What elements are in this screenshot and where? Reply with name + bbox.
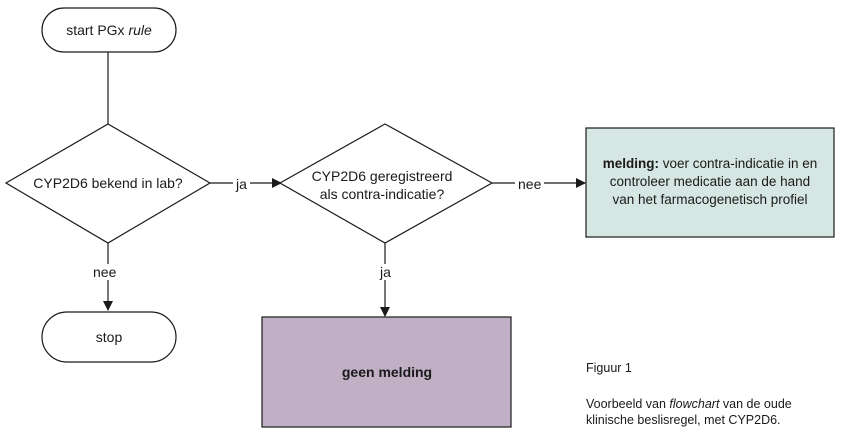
stop-terminator bbox=[41, 311, 177, 363]
figure-caption: Figuur 1 Voorbeeld van flowchart van de … bbox=[586, 360, 836, 428]
start-label-prefix: start PGx bbox=[66, 22, 129, 38]
alert-bold-prefix: melding: bbox=[602, 156, 659, 171]
alert-line-1-rest: voer contra-indicatie in en bbox=[658, 156, 818, 171]
alert-line-2: controleer medicatie aan de hand bbox=[609, 174, 811, 189]
start-label-emphasis: rule bbox=[128, 22, 152, 38]
alert-label: melding: voer contra-indicatie in en con… bbox=[590, 130, 830, 234]
caption-label: Figuur 1 bbox=[586, 361, 632, 375]
start-label: start PGx rule bbox=[42, 8, 176, 52]
caption-text-part-2: van de oude klinische beslisregel, met C… bbox=[586, 397, 796, 427]
no-alert-box bbox=[261, 316, 512, 428]
alert-line-3: van het farmacogenetisch profiel bbox=[612, 192, 808, 207]
decision-cyp2d6-in-lab bbox=[4, 123, 212, 244]
edge-label-q2-no: nee bbox=[515, 176, 545, 192]
start-terminator bbox=[41, 7, 177, 53]
decision-1-label: CYP2D6 bekend in lab? bbox=[33, 175, 183, 191]
decision-2-label: CYP2D6 geregistreerd als contra-indicati… bbox=[270, 166, 494, 204]
edge-label-q2-yes: ja bbox=[377, 264, 394, 280]
caption-text-emphasis: flowchart bbox=[669, 397, 720, 411]
decision-registered-contraindication bbox=[278, 123, 494, 244]
decision-2-line-2: als contra-indicatie? bbox=[319, 186, 445, 202]
stop-label: stop bbox=[95, 329, 123, 345]
decision-2-line-1: CYP2D6 geregistreerd bbox=[311, 168, 453, 184]
caption-text-part-1: Voorbeeld van bbox=[586, 397, 670, 411]
caption-text: Voorbeeld van flowchart van de oude klin… bbox=[586, 396, 836, 428]
no-alert-label: geen melding bbox=[341, 364, 433, 380]
alert-line-1: melding: voer contra-indicatie in en bbox=[603, 155, 818, 173]
edge-label-q1-yes: ja bbox=[233, 176, 250, 192]
edge-label-q1-no: nee bbox=[90, 264, 120, 280]
alert-box bbox=[585, 127, 835, 238]
